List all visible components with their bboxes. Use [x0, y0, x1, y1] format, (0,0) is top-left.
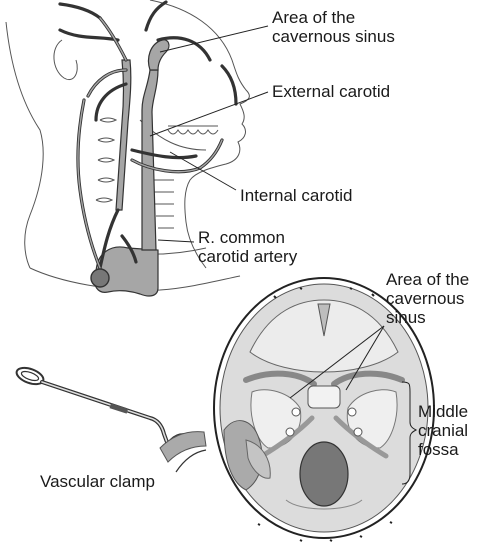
label-cavernous-sinus-top: Area of the cavernous sinus: [272, 8, 395, 46]
label-line: Middle: [418, 402, 468, 421]
vascular-clamp-drawing: [14, 365, 206, 472]
label-line: Area of the: [272, 8, 395, 27]
label-line: cranial: [418, 421, 468, 440]
label-line: R. common: [198, 228, 297, 247]
label-cavernous-sinus-skull: Area of the cavernous sinus: [386, 270, 469, 327]
label-vascular-clamp: Vascular clamp: [40, 472, 155, 491]
label-common-carotid: R. common carotid artery: [198, 228, 297, 266]
label-internal-carotid: Internal carotid: [240, 186, 352, 205]
label-line: Area of the: [386, 270, 469, 289]
label-line: fossa: [418, 440, 468, 459]
external-carotid-artery: [116, 60, 131, 210]
label-middle-cranial-fossa: Middle cranial fossa: [418, 402, 468, 459]
label-line: cavernous: [386, 289, 469, 308]
label-line: carotid artery: [198, 247, 297, 266]
common-carotid-artery: [142, 70, 158, 250]
aorta-cross-section: [91, 269, 109, 287]
label-external-carotid: External carotid: [272, 82, 390, 101]
label-line: sinus: [386, 308, 469, 327]
internal-carotid-siphon: [149, 40, 169, 70]
label-line: cavernous sinus: [272, 27, 395, 46]
